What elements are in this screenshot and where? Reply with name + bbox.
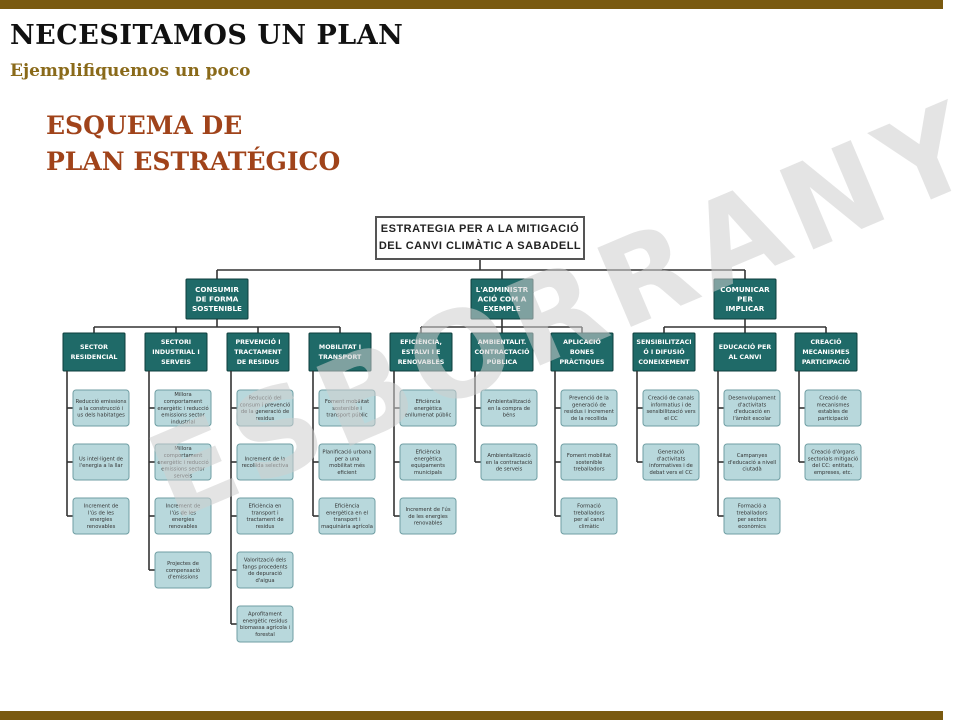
action-box <box>154 551 212 589</box>
action-box <box>72 389 130 427</box>
action-box <box>399 497 457 535</box>
action-box <box>804 443 862 481</box>
action-box <box>723 497 781 535</box>
action-box <box>399 443 457 481</box>
action-box <box>560 443 618 481</box>
category-box <box>550 332 614 372</box>
action-box <box>236 389 294 427</box>
action-box <box>154 443 212 481</box>
action-box <box>318 389 376 427</box>
category-box <box>144 332 208 372</box>
top-accent-bar <box>0 0 943 9</box>
category-box <box>389 332 453 372</box>
page-subtitle: Ejemplifiquemos un poco <box>10 61 251 81</box>
action-box <box>560 389 618 427</box>
action-box <box>318 443 376 481</box>
action-box <box>560 497 618 535</box>
action-box <box>480 389 538 427</box>
page-title: NECESITAMOS UN PLAN <box>10 20 404 51</box>
root-strategy-line-1: ESTRATEGIA PER A LA MITIGACIÓ <box>380 223 580 235</box>
action-box <box>723 443 781 481</box>
action-box <box>72 497 130 535</box>
root-strategy-box: ESTRATEGIA PER A LA MITIGACIÓ DEL CANVI … <box>375 216 585 260</box>
action-box <box>804 389 862 427</box>
section-heading-line-1: ESQUEMA DE <box>46 111 243 140</box>
action-box <box>399 389 457 427</box>
action-box <box>642 443 700 481</box>
action-box <box>236 551 294 589</box>
bottom-accent-bar <box>0 711 943 720</box>
action-box <box>480 443 538 481</box>
category-box <box>62 332 126 372</box>
action-box <box>154 497 212 535</box>
action-box <box>236 443 294 481</box>
root-strategy-line-2: DEL CANVI CLIMÀTIC A SABADELL <box>378 240 582 252</box>
section-heading-line-2: PLAN ESTRATÉGICO <box>46 147 341 176</box>
action-box <box>154 389 212 427</box>
category-box <box>794 332 858 372</box>
category-box <box>632 332 696 372</box>
action-box <box>318 497 376 535</box>
action-box <box>723 389 781 427</box>
action-box <box>72 443 130 481</box>
category-box <box>308 332 372 372</box>
action-box <box>236 497 294 535</box>
action-box <box>236 605 294 643</box>
category-box <box>713 332 777 372</box>
action-box <box>642 389 700 427</box>
category-box <box>470 332 534 372</box>
category-box <box>226 332 290 372</box>
section-heading: ESQUEMA DE PLAN ESTRATÉGICO <box>46 108 340 180</box>
